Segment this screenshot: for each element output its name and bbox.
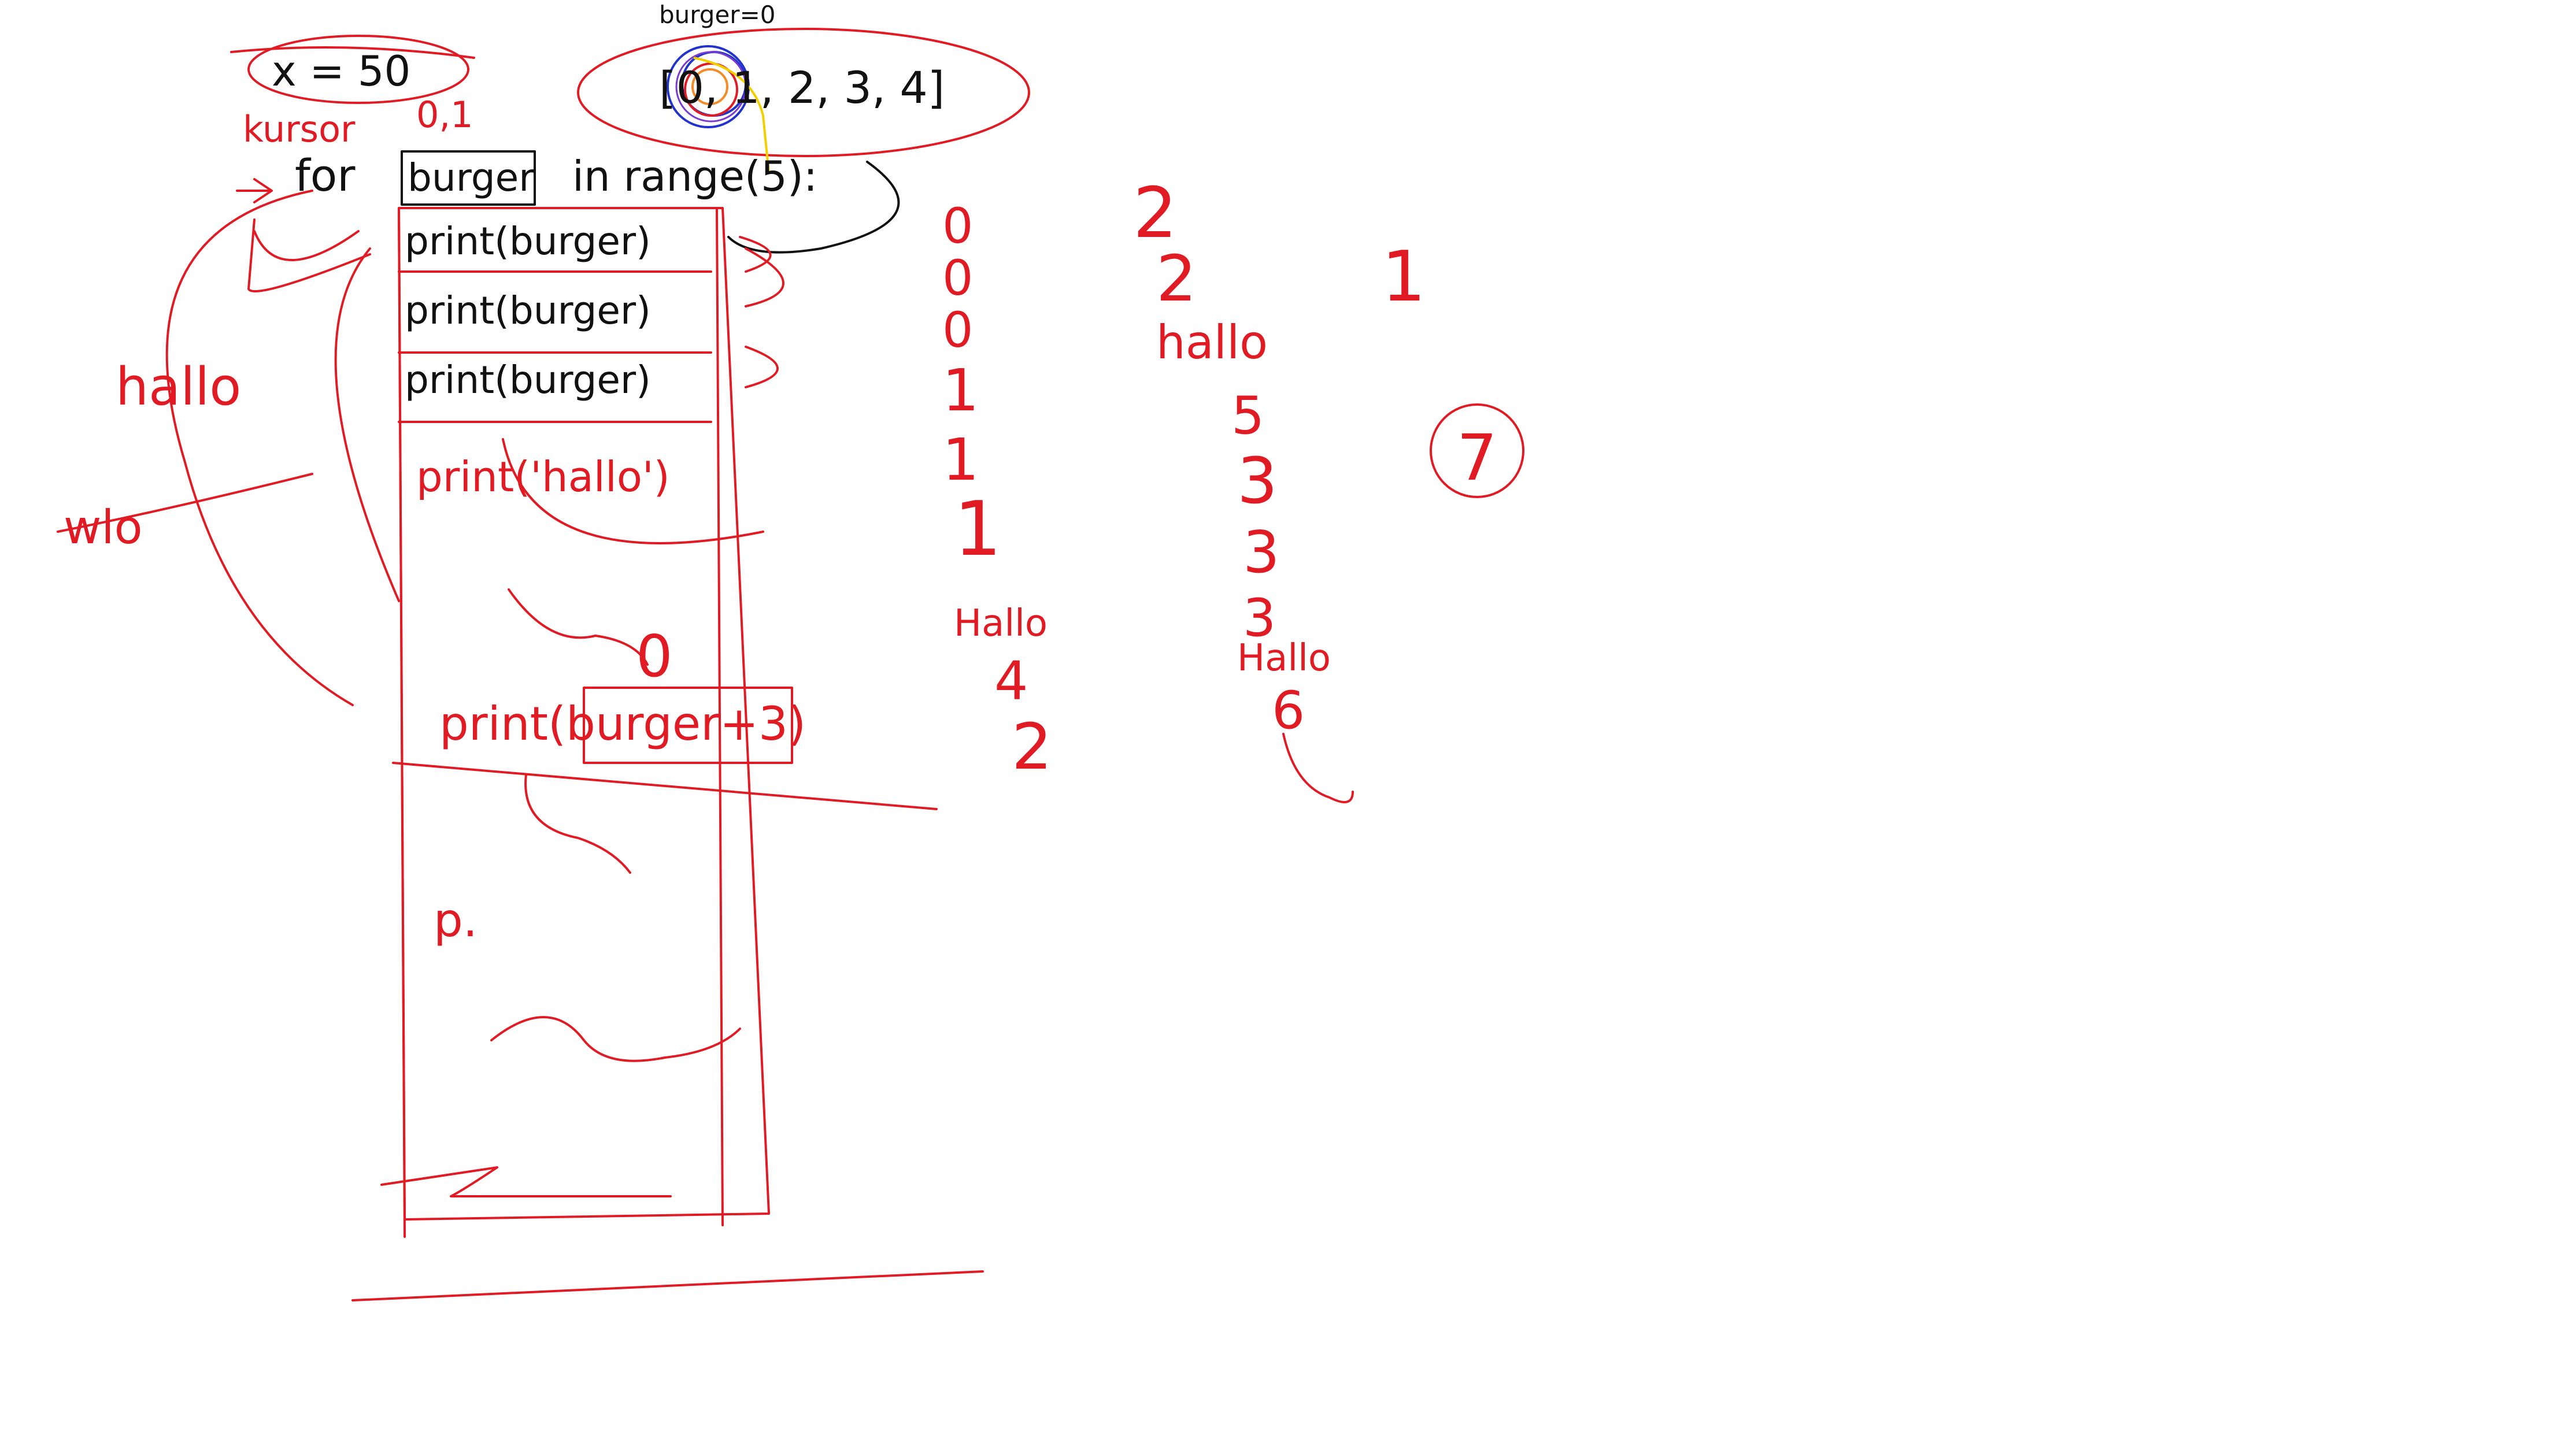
output-col1-value-9: 2	[1012, 710, 1052, 784]
loop-body-side-lines	[398, 207, 724, 1238]
red-print-notes-group: print('hallo') 0 print(burger+3) p.	[351, 438, 984, 1301]
left-underline-stroke	[57, 473, 313, 533]
bottom-crossing-line	[351, 1270, 984, 1301]
loop-var-box	[401, 150, 536, 206]
output-col1-value-5: 1	[942, 426, 979, 494]
output-col2-value-6: 3	[1243, 518, 1280, 586]
print-statement-1: print(burger)	[405, 219, 651, 264]
crossing-line-1	[392, 762, 938, 810]
list-literal-oval	[577, 28, 1030, 157]
output-col2-value-1: 2	[1133, 173, 1177, 254]
loop-back-arrow	[727, 161, 900, 254]
left-loop-arc-2	[165, 190, 354, 706]
squiggle-stroke-2	[524, 773, 631, 874]
print-statement-3: print(burger)	[405, 358, 651, 402]
cursor-label: kursor	[243, 108, 356, 150]
output-col2-value-7: 3	[1243, 588, 1276, 648]
output-column-2: 2 2 hallo 5 3 3 3 Hallo 6	[1133, 173, 1354, 803]
print-statements-group: print(burger) print(burger) print(burger…	[398, 219, 784, 423]
zero-mark: 0	[636, 622, 673, 690]
output-col1-value-1: 0	[942, 198, 973, 254]
x-assignment-group: x = 50	[230, 35, 475, 104]
list-literal-text: [0, 1, 2, 3, 4]	[659, 62, 945, 113]
side-mark-seven: 7	[1457, 421, 1497, 495]
squiggle-stroke-1	[508, 588, 649, 666]
output-col2-value-8: Hallo	[1237, 637, 1331, 680]
x-assignment-oval	[247, 35, 469, 104]
squiggle-stroke-3	[490, 1016, 741, 1062]
p-fragment-note: p.	[434, 893, 478, 947]
left-word-hallo: hallo	[116, 357, 241, 417]
burger-plus-3-box	[583, 687, 793, 764]
side-marks-group: 1 7	[1382, 237, 1524, 498]
output-col2-value-3: hallo	[1156, 316, 1268, 369]
x-overline-stroke	[230, 46, 475, 59]
in-range-text: in range(5):	[572, 152, 817, 201]
hallo-bracket-stroke	[502, 438, 764, 544]
output-col2-value-2: 2	[1156, 242, 1197, 316]
output-col1-value-7: Hallo	[954, 602, 1048, 645]
output-col2-value-4: 5	[1231, 385, 1264, 446]
print-step-arrows	[739, 236, 784, 388]
loop-var-text: burger	[408, 155, 535, 200]
output-col1-value-4: 1	[942, 357, 979, 424]
output-column-1: 0 0 0 1 1 1 Hallo 4 2	[942, 198, 1052, 784]
output-col2-tail-stroke	[1282, 733, 1354, 803]
output-col1-value-3: 0	[942, 302, 973, 358]
output-col1-value-2: 0	[942, 250, 973, 306]
list-literal-group: burger=0 [0, 1, 2, 3, 4]	[577, 1, 1030, 174]
cursor-annotation-group: kursor 0,1	[236, 94, 473, 203]
print-statement-2: print(burger)	[405, 288, 651, 333]
output-col1-value-6: 1	[954, 485, 1002, 573]
zero-scribble-mark	[667, 45, 770, 174]
left-notes-group: hallo wlo	[57, 190, 400, 706]
print-hallo-note: print('hallo')	[416, 453, 670, 501]
output-col2-value-9: 6	[1272, 680, 1305, 741]
output-col1-value-8: 4	[994, 650, 1028, 712]
seven-circle	[1430, 403, 1524, 498]
for-line-group: for burger in range(5):	[295, 150, 900, 254]
x-assignment-text: x = 50	[272, 47, 410, 95]
output-col2-value-5: 3	[1237, 444, 1278, 518]
burger-zero-note: burger=0	[659, 1, 776, 29]
side-mark-one: 1	[1382, 237, 1426, 317]
cursor-values: 0,1	[416, 94, 473, 136]
cursor-arrow	[236, 178, 273, 203]
left-loop-arc-1	[247, 218, 371, 292]
print-burger-plus-3-note: print(burger+3)	[439, 697, 806, 751]
bottom-inner-stroke	[380, 1166, 672, 1197]
left-loop-arc-3	[334, 247, 400, 602]
